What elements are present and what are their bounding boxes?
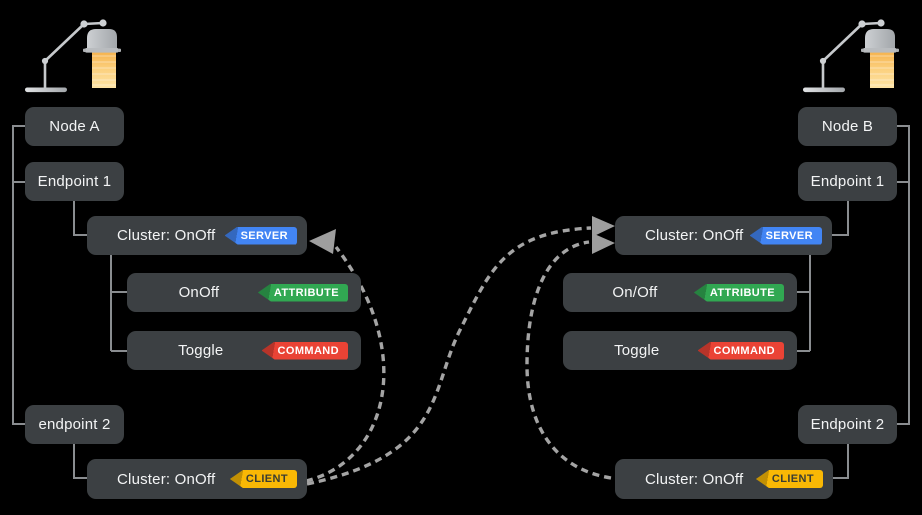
cluster-onoff-server-box-left: Cluster: OnOff SERVER: [87, 216, 307, 255]
client-badge-right: CLIENT: [755, 470, 823, 488]
endpoint-2-label-left: endpoint 2: [38, 416, 111, 433]
endpoint-1-label-right: Endpoint 1: [810, 173, 885, 190]
command-badge-left: COMMAND: [261, 341, 348, 360]
server-badge-left: SERVER: [224, 226, 297, 245]
node-a-label: Node A: [49, 118, 100, 135]
server-badge-right: SERVER: [749, 226, 822, 245]
cluster-onoff-client-box-right: Cluster: OnOff CLIENT: [615, 459, 833, 499]
cluster-onoff-server-box-right: Cluster: OnOff SERVER: [615, 216, 832, 255]
attribute-badge-left: ATTRIBUTE: [257, 283, 348, 302]
command-toggle-box-left: Toggle COMMAND: [127, 331, 361, 370]
cluster-server-label-right: Cluster: OnOff: [645, 227, 744, 244]
attribute-label-right: On/Off: [612, 284, 658, 301]
arrowhead-into-server-b-upper: [592, 216, 615, 237]
desk-lamp-icon: [23, 18, 123, 94]
node-a-box: Node A: [25, 107, 124, 146]
cluster-onoff-client-box-left: Cluster: OnOff CLIENT: [87, 459, 307, 499]
binding-arrow-client-b-to-server-b: [525, 240, 612, 480]
command-label-right: Toggle: [614, 342, 660, 359]
binding-arrow-client-a-to-server-a: [305, 245, 386, 483]
attribute-onoff-box-right: On/Off ATTRIBUTE: [563, 273, 797, 312]
arrowhead-into-server-a: [309, 229, 336, 254]
binding-arrow-client-a-to-server-b: [306, 226, 592, 486]
endpoint-2-box-left: endpoint 2: [25, 405, 124, 444]
cluster-server-label-left: Cluster: OnOff: [117, 227, 216, 244]
cluster-client-label-left: Cluster: OnOff: [117, 470, 216, 488]
node-b-label: Node B: [821, 118, 874, 135]
command-toggle-box-right: Toggle COMMAND: [563, 331, 797, 370]
command-label-left: Toggle: [178, 342, 224, 359]
attribute-badge-right: ATTRIBUTE: [693, 283, 784, 302]
attribute-onoff-box-left: OnOff ATTRIBUTE: [127, 273, 361, 312]
node-b-box: Node B: [798, 107, 897, 146]
desk-lamp-icon: [801, 18, 901, 94]
tree-connector-node-b: [797, 125, 910, 479]
cluster-client-label-right: Cluster: OnOff: [645, 470, 744, 488]
attribute-label-left: OnOff: [178, 284, 220, 301]
endpoint-1-box-right: Endpoint 1: [798, 162, 897, 201]
endpoint-2-label-right: Endpoint 2: [810, 416, 885, 433]
endpoint-2-box-right: Endpoint 2: [798, 405, 897, 444]
endpoint-1-label-left: Endpoint 1: [37, 173, 112, 190]
command-badge-right: COMMAND: [697, 341, 784, 360]
arrowhead-into-server-b-lower: [592, 233, 615, 254]
tree-connector-node-a: [12, 125, 127, 479]
client-badge-left: CLIENT: [229, 470, 297, 488]
endpoint-1-box-left: Endpoint 1: [25, 162, 124, 201]
